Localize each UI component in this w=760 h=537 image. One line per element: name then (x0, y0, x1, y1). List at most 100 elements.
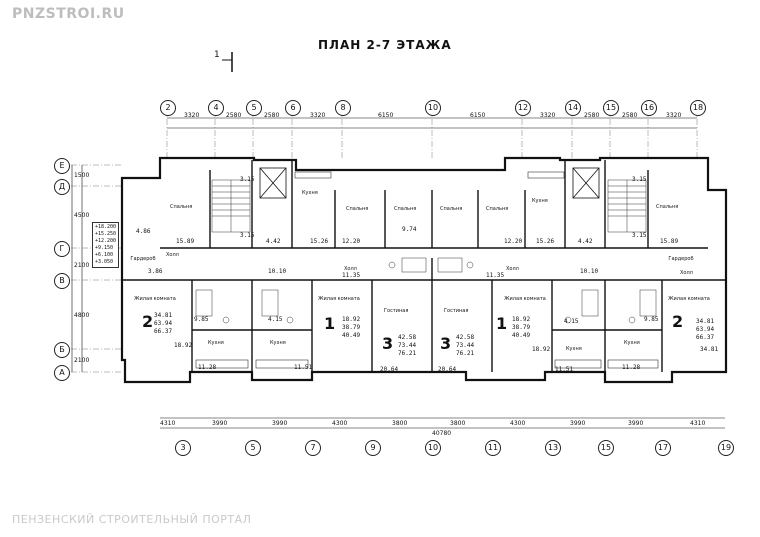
room-label: Спальня (394, 206, 417, 212)
room-area: 15.26 (536, 238, 555, 245)
stair-area: 3.15 (632, 176, 647, 183)
dimension-bottom: 3990 (212, 420, 228, 427)
room-label: Кухня (270, 340, 286, 346)
grid-axis-bottom: 13 (545, 440, 561, 456)
room-area: 9.85 (194, 316, 209, 323)
dimension-bottom: 4300 (332, 420, 348, 427)
apartment-number: 2 (672, 312, 684, 331)
dimension-top: 2580 (264, 112, 280, 119)
apartment-number: 1 (324, 314, 336, 333)
room-area: 12.20 (504, 238, 523, 245)
room-label: Гостиная (444, 308, 469, 314)
kitchen-area: 11.28 (622, 364, 641, 371)
room-area: 34.81 (700, 346, 719, 353)
room-label: Кухня (302, 190, 318, 196)
grid-axis-top: 2 (160, 100, 176, 116)
grid-axis-top: 5 (246, 100, 262, 116)
dimension-left: 1500 (74, 172, 90, 179)
dimension-top: 3320 (310, 112, 326, 119)
room-label: Спальня (346, 206, 369, 212)
grid-axis-top: 14 (565, 100, 581, 116)
hall-area: 11.35 (342, 272, 361, 279)
floor-levels: +18.200+15.250+12.200 +9.150+6.100+3.050 (92, 222, 120, 268)
apartment-number: 1 (496, 314, 508, 333)
room-label: Жилая комната (318, 296, 360, 302)
grid-axis-bottom: 15 (598, 440, 614, 456)
dimension-top: 3320 (540, 112, 556, 119)
grid-axis-top: 10 (425, 100, 441, 116)
grid-axis-top: 18 (690, 100, 706, 116)
hall-area: 10.10 (580, 268, 599, 275)
dimension-left: 2100 (74, 357, 90, 364)
dimension-top: 2580 (622, 112, 638, 119)
dimension-bottom: 4310 (160, 420, 176, 427)
dimension-bottom: 3990 (628, 420, 644, 427)
room-area: 18.92 (174, 342, 193, 349)
room-area: 4.15 (268, 316, 283, 323)
grid-axis-top: 6 (285, 100, 301, 116)
room-label: Спальня (440, 206, 463, 212)
room-area: 15.26 (310, 238, 329, 245)
plan-title: ПЛАН 2-7 ЭТАЖА (318, 38, 452, 52)
room-label: Холл (166, 252, 179, 258)
room-area: 9.85 (644, 316, 659, 323)
grid-axis-left: Б (54, 342, 70, 358)
dimension-total: 40780 (432, 430, 452, 437)
kitchen-area: 20.64 (380, 366, 399, 373)
hall-area: 11.35 (486, 272, 505, 279)
grid-axis-bottom: 5 (245, 440, 261, 456)
apartment-number: 3 (440, 334, 452, 353)
grid-axis-top: 8 (335, 100, 351, 116)
room-label: Кухня (208, 340, 224, 346)
grid-axis-bottom: 7 (305, 440, 321, 456)
grid-axis-top: 4 (208, 100, 224, 116)
grid-axis-top: 16 (641, 100, 657, 116)
dimension-left: 4800 (74, 312, 90, 319)
dimension-bottom: 3990 (272, 420, 288, 427)
stair-area: 3.15 (632, 232, 647, 239)
room-label: Гостиная (384, 308, 409, 314)
dimension-bottom: 3800 (392, 420, 408, 427)
grid-axis-bottom: 3 (175, 440, 191, 456)
room-area: 15.89 (660, 238, 679, 245)
room-label: Гардероб (130, 256, 156, 262)
dimension-top: 2580 (584, 112, 600, 119)
dimension-left: 4500 (74, 212, 90, 219)
apartment-number: 2 (142, 312, 154, 331)
grid-axis-bottom: 17 (655, 440, 671, 456)
grid-axis-top: 12 (515, 100, 531, 116)
room-area: 9.74 (402, 226, 417, 233)
room-area: 4.15 (564, 318, 579, 325)
dimension-bottom: 4310 (690, 420, 706, 427)
room-area: 4.42 (578, 238, 593, 245)
room-label: Спальня (656, 204, 679, 210)
dimension-bottom: 4300 (510, 420, 526, 427)
grid-axis-bottom: 11 (485, 440, 501, 456)
room-area: 12.20 (342, 238, 361, 245)
site-watermark: PNZSTROI.RU (12, 6, 125, 22)
kitchen-area: 11.51 (555, 366, 574, 373)
stair-area: 3.15 (240, 176, 255, 183)
stair-area: 3.15 (240, 232, 255, 239)
room-area: 3.86 (148, 268, 163, 275)
dimension-bottom: 3990 (570, 420, 586, 427)
grid-axis-left: Д (54, 179, 70, 195)
grid-axis-bottom: 9 (365, 440, 381, 456)
room-label: Жилая комната (668, 296, 710, 302)
dimension-bottom: 3800 (450, 420, 466, 427)
apartment-number: 3 (382, 334, 394, 353)
grid-axis-left: В (54, 273, 70, 289)
dimension-top: 3320 (184, 112, 200, 119)
room-label: Гардероб (668, 256, 694, 262)
dimension-top: 6150 (378, 112, 394, 119)
kitchen-area: 20.64 (438, 366, 457, 373)
room-label: Кухня (532, 198, 548, 204)
room-area: 18.92 (532, 346, 551, 353)
room-label: Кухня (624, 340, 640, 346)
room-label: Холл (506, 266, 519, 272)
